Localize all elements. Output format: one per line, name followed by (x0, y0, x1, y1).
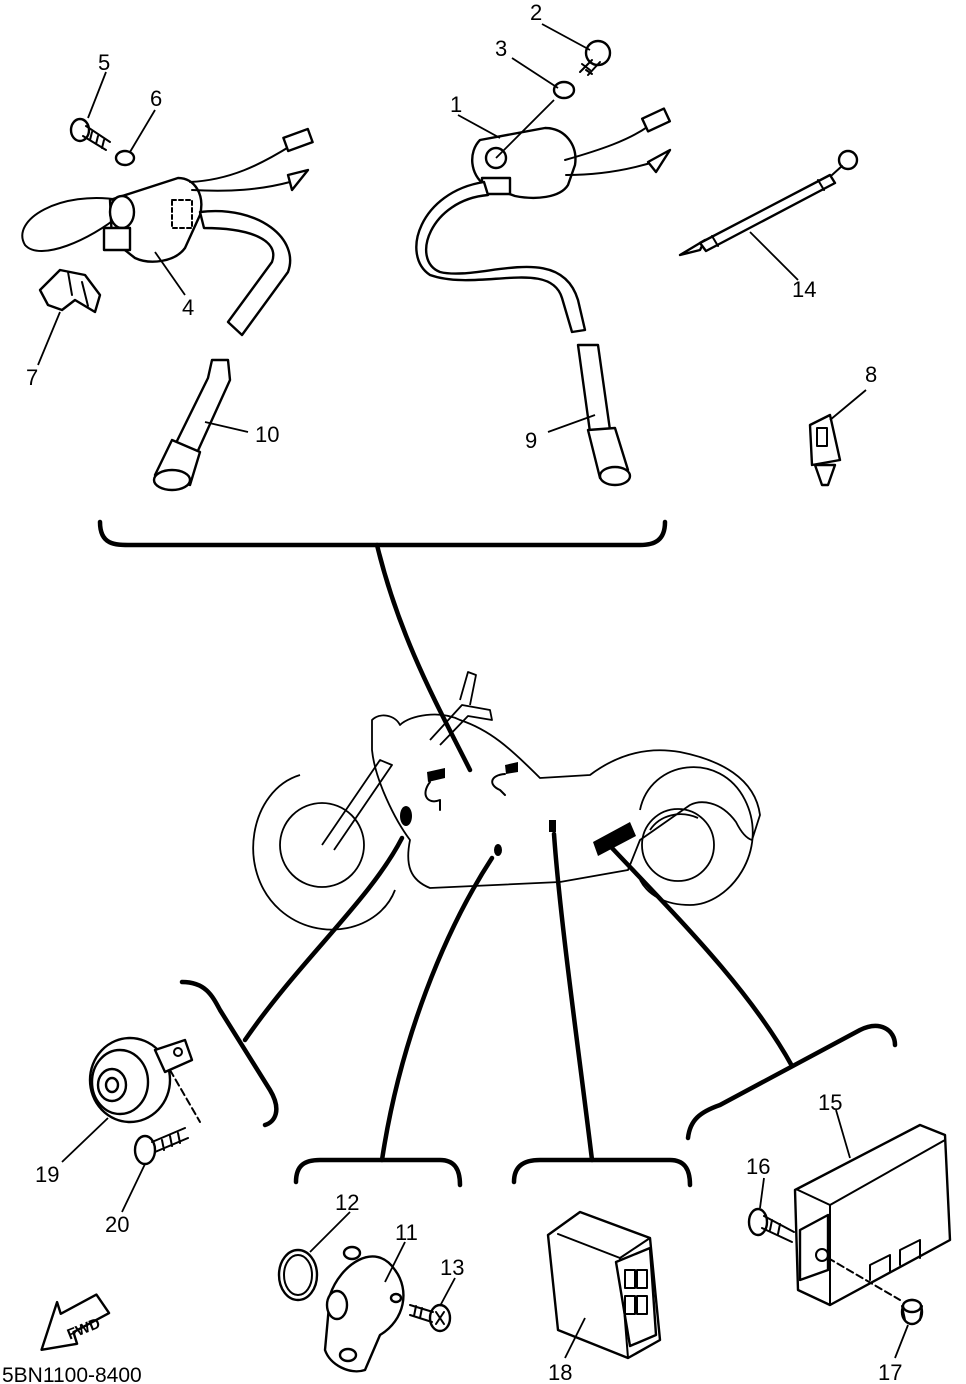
callout-13: 13 (440, 1255, 464, 1280)
callout-3: 3 (495, 36, 507, 61)
callout-9: 9 (525, 428, 537, 453)
bracket-relay (511, 1157, 693, 1188)
bolt-5 (69, 117, 111, 151)
leader-15 (835, 1109, 851, 1159)
connector-ignition (374, 542, 473, 773)
leader-13 (439, 1277, 456, 1307)
relay-18 (546, 1210, 662, 1360)
connector-relay (551, 831, 595, 1163)
leader-7 (37, 311, 61, 366)
leader-19 (61, 1117, 109, 1163)
callout-1: 1 (450, 92, 462, 117)
leader-14 (749, 231, 799, 281)
screw-16 (747, 1207, 795, 1243)
connector-rectifier (609, 845, 795, 1069)
rectifier-regulator-15 (793, 1123, 952, 1307)
leader-5 (87, 71, 107, 119)
callout-17: 17 (878, 1360, 902, 1384)
leader-20 (121, 1163, 146, 1213)
lead-wire-14 (678, 149, 859, 257)
callout-15: 15 (818, 1090, 842, 1115)
callout-20: 20 (105, 1212, 129, 1237)
bracket-ignition (97, 519, 668, 548)
callout-4: 4 (182, 295, 194, 320)
o-ring-12 (277, 1248, 319, 1302)
washer-6 (114, 149, 136, 167)
washer-3 (552, 80, 576, 100)
callout-10: 10 (255, 422, 279, 447)
leader-2 (541, 23, 591, 51)
connector-sensor (379, 855, 495, 1163)
collar-17 (900, 1298, 924, 1326)
callout-18: 18 (548, 1360, 572, 1384)
bracket-horn (179, 979, 279, 1128)
callout-19: 19 (35, 1162, 59, 1187)
bolt-20 (133, 1127, 189, 1166)
leader-1-a (457, 114, 501, 139)
spark-plug-cap-10 (152, 358, 232, 492)
diagram-code: 5BN1100-8400 (2, 1364, 142, 1384)
ignition-coil-1 (415, 107, 672, 334)
callout-7: 7 (26, 365, 38, 390)
leader-1-b (495, 99, 555, 159)
horn-19 (88, 1036, 201, 1124)
callout-11: 11 (395, 1220, 418, 1245)
callout-12: 12 (335, 1190, 359, 1215)
leader-12 (309, 1211, 351, 1253)
leader-9 (547, 414, 596, 433)
callout-14: 14 (792, 277, 816, 302)
leader-11 (384, 1241, 406, 1283)
leader-17 (894, 1324, 909, 1359)
clamp-7 (38, 268, 102, 314)
leader-10 (204, 421, 249, 433)
callout-2: 2 (530, 0, 542, 25)
sensor-11 (323, 1245, 405, 1373)
leader-6 (129, 109, 156, 153)
bracket-sensor (293, 1157, 463, 1188)
fwd-arrow-icon: FWD (40, 1293, 111, 1351)
motorcycle-outline (252, 671, 761, 931)
spark-plug-cap-9 (576, 343, 632, 487)
leader-4 (154, 251, 186, 296)
callout-8: 8 (865, 362, 877, 387)
connector-horn (242, 835, 405, 1043)
clip-8 (808, 413, 842, 487)
leader-8 (829, 389, 867, 421)
screw-13 (409, 1303, 452, 1333)
callout-6: 6 (150, 86, 162, 111)
callout-16: 16 (746, 1154, 770, 1179)
callout-5: 5 (98, 50, 110, 75)
leader-16 (759, 1177, 765, 1209)
bracket-rectifier (685, 1023, 898, 1141)
leader-18 (564, 1317, 586, 1359)
leader-3 (511, 57, 559, 89)
ignition-coil-4 (21, 127, 314, 337)
bolt-2 (579, 39, 612, 76)
